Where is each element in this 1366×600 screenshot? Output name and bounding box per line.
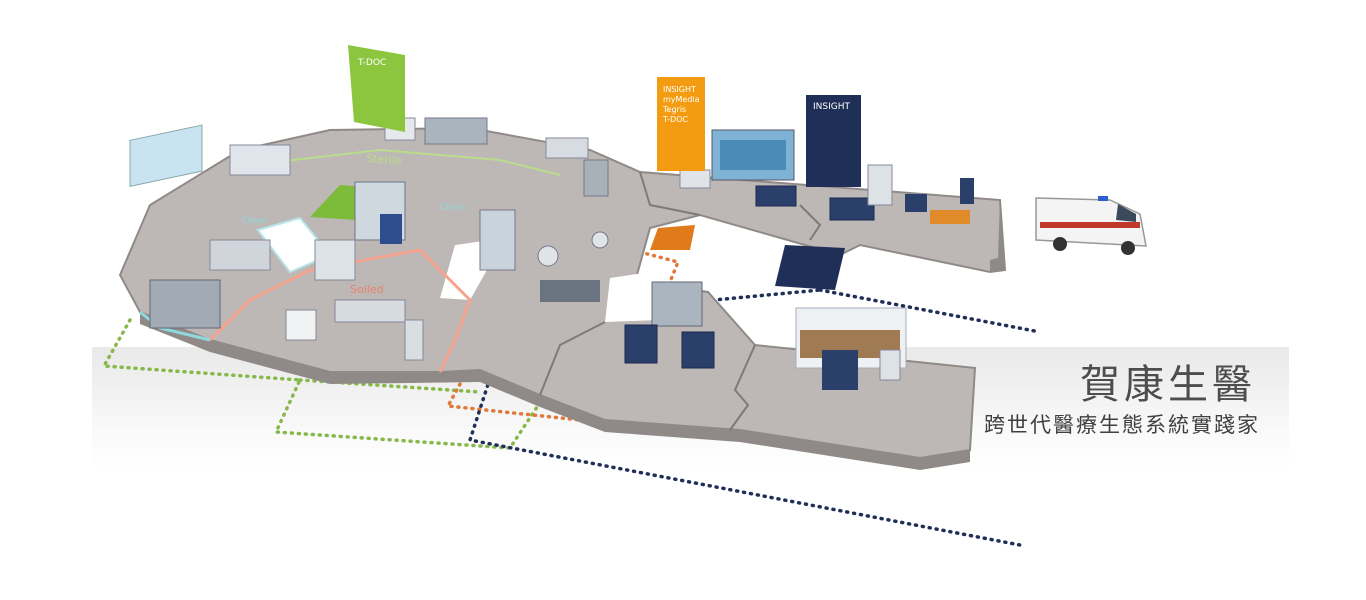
orange-shaft <box>650 225 695 250</box>
white-atrium-right <box>605 272 660 322</box>
orange-banner-line: T-DOC <box>662 115 688 124</box>
soiled-zone-outline <box>208 248 472 373</box>
zone-label-soiled: Soiled <box>350 283 384 296</box>
zone-label-clean-right: Clean <box>440 203 466 213</box>
orange-banner-line: myMedia <box>663 95 700 104</box>
orange-banner-line: Tegris <box>662 105 686 114</box>
sterile-zone-outline <box>249 148 561 176</box>
ambulance-illustration <box>1035 196 1147 255</box>
equipment-group <box>129 117 974 390</box>
zone-label-sterile: Sterile <box>366 152 403 167</box>
zone-label-clean-left: Clean <box>242 216 268 226</box>
green-banner-label: T-DOC <box>357 58 386 68</box>
brand-title: 賀康生醫 <box>1080 362 1256 408</box>
green-banner: T-DOC <box>348 45 405 132</box>
navy-banner: INSIGHT <box>806 95 861 187</box>
navy-banner-label: INSIGHT <box>813 102 850 112</box>
navy-shaft <box>775 245 845 290</box>
corridor-seams <box>539 171 822 431</box>
orange-banner-line: INSIGHT <box>663 85 696 94</box>
brand-subtitle: 跨世代醫療生態系統實踐家 <box>984 413 1260 437</box>
